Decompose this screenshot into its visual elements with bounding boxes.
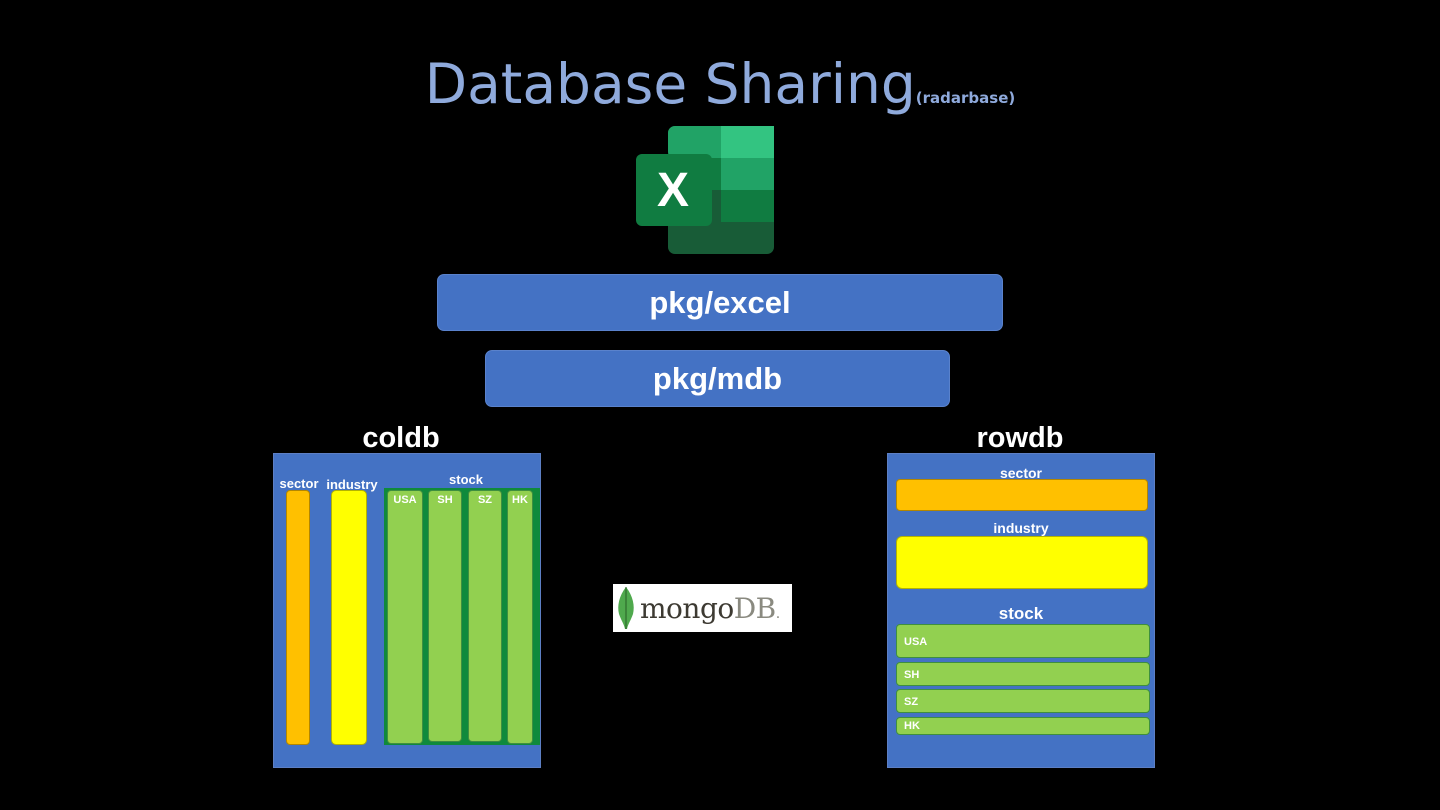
coldb-stock-sh-column: SH [428, 490, 462, 742]
coldb-industry-label: industry [326, 477, 378, 492]
excel-icon: X [636, 126, 774, 254]
page-title: Database Sharing(radarbase) [0, 52, 1440, 116]
coldb-stock-hk-column: HK [507, 490, 533, 744]
title-sub: (radarbase) [915, 89, 1016, 107]
rowdb-stock-group: USA SH SZ HK [896, 624, 1150, 736]
excel-x-glyph: X [657, 164, 689, 217]
rowdb-stock-sh-row: SH [896, 662, 1150, 686]
rowdb-panel: sector industry stock USA SH SZ HK [887, 453, 1155, 768]
rowdb-stock-hk-label: HK [904, 720, 920, 732]
coldb-stock-usa-column: USA [387, 490, 423, 744]
coldb-stock-sz-label: SZ [477, 494, 493, 506]
mongodb-logo: mongoDB. [613, 584, 792, 632]
mongodb-suffix: DB [733, 592, 777, 625]
rowdb-stock-sh-label: SH [904, 669, 920, 681]
mongodb-name: mongo [640, 592, 734, 625]
mongodb-wordmark: mongoDB. [640, 592, 780, 625]
rowdb-stock-usa-label: USA [904, 636, 928, 648]
coldb-stock-label: stock [449, 472, 483, 487]
coldb-sector-column [286, 490, 310, 745]
coldb-stock-group: USA SH SZ HK [384, 488, 540, 745]
coldb-sector-label: sector [279, 476, 319, 491]
coldb-title: coldb [362, 422, 440, 454]
rowdb-stock-usa-row: USA [896, 624, 1150, 658]
rowdb-sector-row [896, 479, 1148, 511]
rowdb-stock-sz-label: SZ [904, 696, 919, 708]
coldb-stock-sz-column: SZ [468, 490, 502, 742]
pkg-excel-label: pkg/excel [649, 284, 791, 320]
rowdb-industry-row [896, 536, 1148, 589]
coldb-industry-column [331, 490, 367, 745]
rowdb-title: rowdb [976, 422, 1064, 454]
rowdb-industry-label: industry [993, 520, 1049, 536]
pkg-excel-layer: pkg/excel [437, 274, 1003, 331]
coldb-panel: sector industry stock USA SH SZ HK [273, 453, 541, 768]
mongodb-leaf-icon [618, 587, 634, 629]
pkg-mdb-layer: pkg/mdb [485, 350, 950, 407]
rowdb-stock-hk-row: HK [896, 717, 1150, 735]
rowdb-stock-sz-row: SZ [896, 689, 1150, 713]
coldb-stock-usa-label: USA [393, 494, 417, 506]
rowdb-sector-label: sector [999, 465, 1043, 481]
coldb-stock-sh-label: SH [437, 494, 453, 506]
title-main: Database Sharing [424, 52, 916, 116]
coldb-stock-hk-label: HK [512, 494, 528, 506]
pkg-mdb-label: pkg/mdb [652, 360, 783, 396]
rowdb-stock-label: stock [998, 604, 1044, 623]
